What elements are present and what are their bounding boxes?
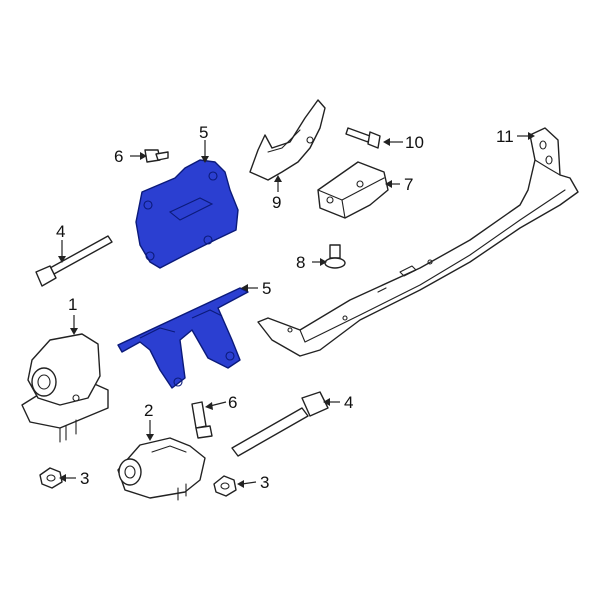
upper-mount-bracket-highlighted: [135, 159, 239, 269]
leader-lines: [58, 132, 535, 488]
nut-3-left: [39, 467, 63, 489]
callout-6-upper: 6: [114, 147, 123, 166]
callout-4-right: 4: [344, 393, 353, 412]
callout-5-upper: 5: [199, 123, 208, 142]
callout-3-right: 3: [260, 473, 269, 492]
callout-4-left: 4: [56, 222, 65, 241]
support-bracket-7: [317, 161, 389, 219]
callout-5-lower: 5: [262, 279, 271, 298]
callout-10: 10: [405, 133, 424, 152]
lower-frame-bracket-highlighted: [117, 287, 249, 389]
bolt-6-upper: [144, 149, 169, 163]
engine-mount-left: [21, 333, 109, 443]
callout-1: 1: [68, 295, 77, 314]
nut-3-right: [213, 475, 237, 497]
callout-9: 9: [272, 193, 281, 212]
callout-8: 8: [296, 253, 305, 272]
long-bolt-4-left: [35, 235, 113, 287]
callout-2: 2: [144, 401, 153, 420]
callout-6-lower: 6: [228, 393, 237, 412]
support-bracket-9: [249, 99, 326, 181]
engine-mount-right: [117, 437, 206, 501]
callout-7: 7: [404, 175, 413, 194]
callout-labels: 5 6 9 10 7 11 8 4 5 1 2 6 4 3 3: [56, 123, 514, 492]
crossmember: [257, 127, 579, 357]
stud-8: [324, 244, 346, 269]
callout-11: 11: [496, 127, 514, 146]
long-bolt-4-right: [231, 391, 329, 457]
callout-3-left: 3: [80, 469, 89, 488]
bolt-6-lower: [191, 401, 213, 439]
bolt-10: [345, 127, 381, 149]
